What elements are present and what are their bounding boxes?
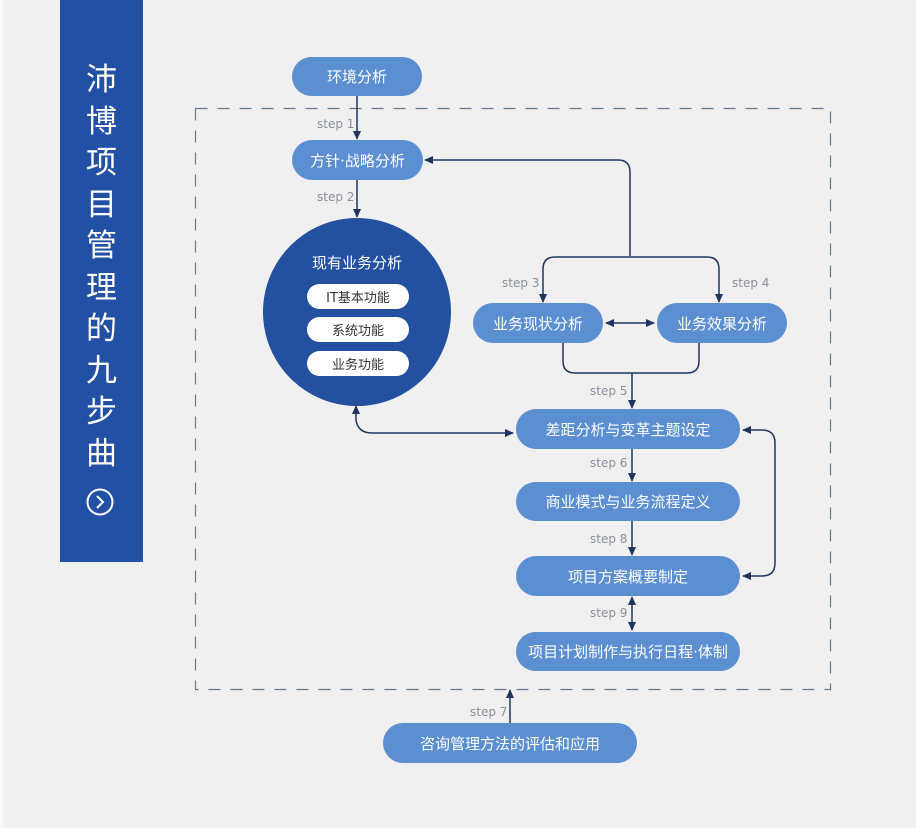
node-evaluation[interactable]: 咨询管理方法的评估和应用 (383, 723, 637, 763)
node-status-quo-analysis[interactable]: 业务现状分析 (473, 303, 603, 343)
arrow-gap-plan-loop (742, 426, 776, 580)
step-label-9: step 9 (590, 606, 628, 620)
circle-title: 现有业务分析 (311, 254, 402, 272)
arrow-merge (562, 343, 700, 374)
step-label-3: step 3 (502, 276, 540, 290)
title-char: 博 (86, 103, 117, 140)
title-char: 曲 (86, 435, 117, 472)
title-char: 沛 (86, 62, 117, 98)
title-char: 九 (86, 352, 117, 389)
step-label-7: step 7 (470, 705, 508, 719)
step-label-4: step 4 (732, 276, 770, 290)
pill-business-functions[interactable]: 业务功能 (307, 351, 409, 376)
title-char: 理 (86, 269, 117, 306)
sidebar-banner: 沛 博 项 目 管 理 的 九 步 曲 (60, 0, 143, 562)
title-char: 项 (86, 145, 117, 181)
node-strategy-analysis[interactable]: 方针·战略分析 (292, 140, 423, 180)
pill-it-functions[interactable]: IT基本功能 (307, 284, 409, 309)
arrow-circle-gap (352, 405, 514, 437)
node-current-business-analysis[interactable]: 现有业务分析 IT基本功能 系统功能 业务功能 (263, 218, 451, 406)
node-business-model[interactable]: 商业模式与业务流程定义 (516, 482, 740, 521)
pill-system-functions[interactable]: 系统功能 (307, 317, 409, 342)
step-label-5: step 5 (590, 384, 628, 398)
step-label-8: step 8 (590, 532, 628, 546)
title-char: 的 (86, 311, 117, 347)
title-char: 步 (86, 394, 117, 430)
node-environment-analysis[interactable]: 环境分析 (292, 57, 422, 96)
step-label-6: step 6 (590, 456, 628, 470)
left-edge-strip (0, 0, 3, 828)
node-gap-analysis[interactable]: 差距分析与变革主题设定 (516, 409, 740, 449)
title-char: 管 (86, 228, 117, 264)
title-char: 目 (86, 186, 117, 223)
arrow-feedback-strategy (424, 156, 631, 256)
arrow-step3 (539, 256, 630, 303)
step-label-2: step 2 (317, 190, 355, 204)
arrow-step4 (630, 256, 723, 303)
node-plan-outline[interactable]: 项目方案概要制定 (516, 556, 740, 596)
node-schedule[interactable]: 项目计划制作与执行日程·体制 (516, 632, 740, 671)
node-effect-analysis[interactable]: 业务效果分析 (657, 303, 787, 343)
circle-chevron-right-icon[interactable] (86, 488, 114, 516)
sidebar-title: 沛 博 项 目 管 理 的 九 步 曲 (60, 60, 143, 475)
dashed-boundary (194, 107, 832, 691)
step-label-1: step 1 (317, 117, 355, 131)
